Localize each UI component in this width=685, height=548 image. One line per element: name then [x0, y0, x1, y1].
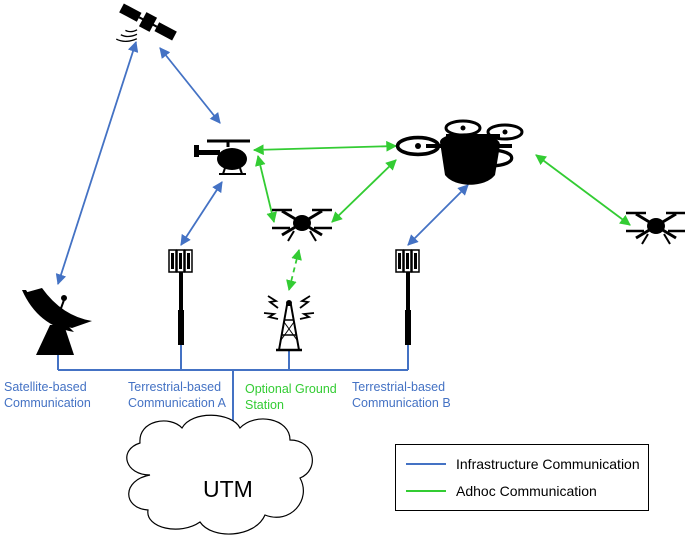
infrastructure-links: [55, 40, 469, 286]
ground-station-label-line1: Optional Ground: [245, 382, 337, 396]
satellite-label-line2: Communication: [4, 396, 91, 410]
terrestrial-b-label-line2: Communication B: [352, 396, 451, 410]
terrestrial-b-label-line1: Terrestrial-based: [352, 380, 446, 394]
legend-adhoc-text: Adhoc Communication: [456, 483, 597, 499]
small-drone-icon: [626, 211, 685, 245]
legend: Infrastructure Communication Adhoc Commu…: [395, 444, 649, 511]
link-helicopter-largedrone: [252, 140, 398, 156]
utm-label: UTM: [203, 476, 253, 502]
satellite-icon: [115, 3, 177, 43]
helicopter-icon: [194, 139, 250, 175]
large-drone-icon: [395, 119, 524, 185]
legend-infrastructure-text: Infrastructure Communication: [456, 456, 640, 472]
ground-station-label: Optional Ground Station: [245, 381, 337, 413]
link-helicopter-smalldrone: [255, 154, 277, 224]
legend-infrastructure: Infrastructure Communication: [406, 454, 640, 474]
cell-tower-icon: [395, 249, 420, 345]
link-satellite-helicopter: [159, 47, 221, 124]
link-smalldrone-largedrone: [331, 159, 397, 223]
legend-adhoc-line: [406, 490, 446, 492]
satellite-label: Satellite-based Communication: [4, 379, 91, 411]
ground-station-label-line2: Station: [245, 398, 284, 412]
adhoc-links: [252, 140, 631, 292]
link-smalldrone-groundstation: [286, 248, 302, 292]
radio-tower-icon: [263, 295, 315, 352]
terrestrial-a-label-line2: Communication A: [128, 396, 226, 410]
link-largedrone-rightdrone: [535, 154, 631, 226]
terrestrial-a-label-line1: Terrestrial-based: [128, 380, 222, 394]
small-drone-icon: [272, 208, 332, 242]
legend-infrastructure-line: [406, 463, 446, 465]
satellite-dish-icon: [22, 288, 92, 355]
satellite-label-line1: Satellite-based: [4, 380, 87, 394]
terrestrial-b-label: Terrestrial-based Communication B: [352, 379, 451, 411]
legend-adhoc: Adhoc Communication: [406, 481, 597, 501]
link-towerA-helicopter: [180, 181, 223, 246]
cell-tower-icon: [168, 249, 193, 345]
terrestrial-a-label: Terrestrial-based Communication A: [128, 379, 226, 411]
cloud-icon: [126, 414, 313, 535]
link-towerB-drone: [407, 184, 469, 246]
link-dish-satellite: [55, 40, 139, 286]
